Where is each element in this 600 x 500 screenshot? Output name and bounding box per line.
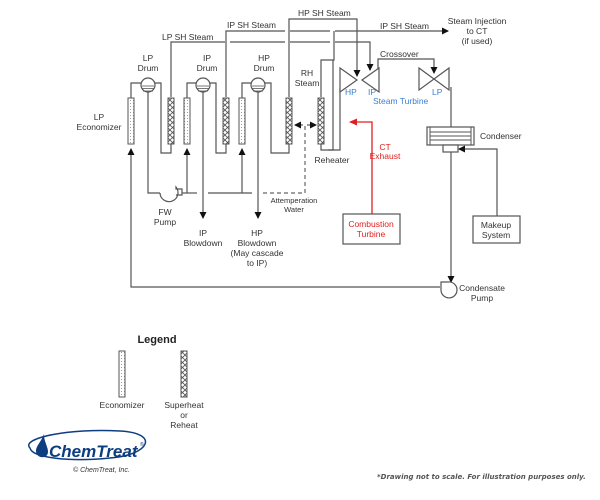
lp-drum-to-sh <box>155 82 172 154</box>
label-hp-blowdown-4: to IP) <box>247 258 267 268</box>
combustion-turbine-box <box>342 213 401 245</box>
ip-economizer-tube <box>183 97 191 145</box>
label-crossover: Crossover <box>380 49 419 59</box>
hp-sh-steam-line <box>288 18 361 97</box>
lp-drum <box>140 77 156 93</box>
label-ip-sh-steam: IP SH Steam <box>227 20 276 30</box>
label-ip-sh-steam-right: IP SH Steam <box>380 21 429 31</box>
turbine-casing-left <box>328 88 341 151</box>
crossover-line <box>377 58 438 75</box>
label-reheater: Reheater <box>315 155 350 165</box>
label-turbine-hp: HP <box>345 87 357 97</box>
ip-econ-to-drum <box>186 82 196 98</box>
lp-sh-steam-line-4 <box>335 41 374 71</box>
label-rh-steam: RH <box>301 68 313 78</box>
label-condensate-pump-2: Pump <box>471 293 493 303</box>
label-hp-blowdown-2: Blowdown <box>238 238 277 248</box>
label-lp-economizer-2: Economizer <box>77 122 122 132</box>
ip-sh-steam-line <box>225 30 285 97</box>
ip-drum-to-sh <box>210 82 227 154</box>
label-rh-steam-2: Steam <box>295 78 320 88</box>
hp-drum <box>250 77 266 93</box>
label-condensate-pump: Condensate <box>459 283 505 293</box>
condensate-pump <box>440 281 458 299</box>
legend: Legend Economizer Superheat or Reheat <box>100 334 205 430</box>
legend-economizer-label: Economizer <box>100 400 145 410</box>
logo-registered: ® <box>140 441 144 448</box>
ip-drum <box>195 77 211 93</box>
label-ip-blowdown: IP <box>199 228 207 238</box>
label-combustion-turbine: Combustion <box>348 219 394 229</box>
ct-exhaust-line <box>349 118 373 214</box>
legend-superheat-label-2: or <box>180 410 188 420</box>
label-fw-pump-2: Pump <box>154 217 176 227</box>
label-lp-drum: LP <box>143 53 154 63</box>
label-steam-injection-2: to CT <box>467 26 488 36</box>
lp-superheater-tube <box>167 97 175 145</box>
logo-swoosh-icon <box>27 429 147 461</box>
label-turbine-lp: LP <box>432 87 443 97</box>
lp-turbine <box>418 66 450 92</box>
disclaimer-text: *Drawing not to scale. For illustration … <box>377 473 586 481</box>
reheater-tube <box>317 97 325 145</box>
label-steam-turbine: Steam Turbine <box>373 96 429 106</box>
label-makeup-system-2: System <box>482 230 510 240</box>
logo-droplet-icon <box>36 434 48 458</box>
hp-econ-to-drum <box>241 82 251 98</box>
label-turbine-ip: IP <box>368 87 376 97</box>
makeup-system-box <box>472 215 521 244</box>
attemperation-line <box>263 125 306 194</box>
legend-superheat-swatch <box>180 350 188 398</box>
label-hp-blowdown: HP <box>251 228 263 238</box>
legend-superheat-label-3: Reheat <box>170 420 198 430</box>
label-ip-drum: IP <box>203 53 211 63</box>
reheater-loop <box>320 60 334 151</box>
label-steam-injection-3: (if used) <box>462 36 493 46</box>
legend-title: Legend <box>137 334 176 346</box>
label-lp-economizer: LP <box>94 112 105 122</box>
label-hp-sh-steam: HP SH Steam <box>298 8 351 18</box>
label-lp-drum-2: Drum <box>138 63 159 73</box>
hp-drum-to-sh <box>265 82 290 154</box>
lp-economizer-tube <box>127 97 135 145</box>
lp-drum-downcomer <box>147 92 160 194</box>
label-ct-exhaust: CT <box>379 142 390 152</box>
ip-superheater-tube <box>222 97 230 145</box>
label-lp-sh-steam: LP SH Steam <box>162 32 213 42</box>
label-steam-injection: Steam Injection <box>448 16 507 26</box>
label-hp-drum-2: Drum <box>254 63 275 73</box>
label-fw-pump: FW <box>158 207 171 217</box>
condensate-return-line <box>127 148 440 288</box>
chemtreat-logo: ChemTreat ® © ChemTreat, Inc. <box>27 429 147 474</box>
lp-sh-steam-line <box>170 41 225 97</box>
label-condenser: Condenser <box>480 131 522 141</box>
label-attemperation: Attemperation <box>271 196 318 205</box>
label-hp-blowdown-3: (May cascade <box>231 248 284 258</box>
makeup-line <box>458 145 498 216</box>
legend-economizer-swatch <box>118 350 126 398</box>
ip-turbine <box>360 66 380 94</box>
label-ip-drum-2: Drum <box>197 63 218 73</box>
lp-econ-to-drum <box>130 82 141 98</box>
logo-text: ChemTreat <box>49 442 139 461</box>
label-combustion-turbine-2: Turbine <box>357 229 386 239</box>
hp-superheater-tube <box>285 97 293 145</box>
label-ip-blowdown-2: Blowdown <box>184 238 223 248</box>
label-attemperation-2: Water <box>284 205 304 214</box>
fw-pump <box>159 185 183 203</box>
label-hp-drum: HP <box>258 53 270 63</box>
label-ct-exhaust-2: Exhaust <box>370 151 401 161</box>
condenser <box>426 126 475 153</box>
hp-turbine <box>339 66 359 94</box>
legend-superheat-label: Superheat <box>164 400 204 410</box>
copyright-text: © ChemTreat, Inc. <box>73 466 130 474</box>
hp-economizer-tube <box>238 97 246 145</box>
rh-steam-line <box>320 31 335 97</box>
label-makeup-system: Makeup <box>481 220 512 230</box>
